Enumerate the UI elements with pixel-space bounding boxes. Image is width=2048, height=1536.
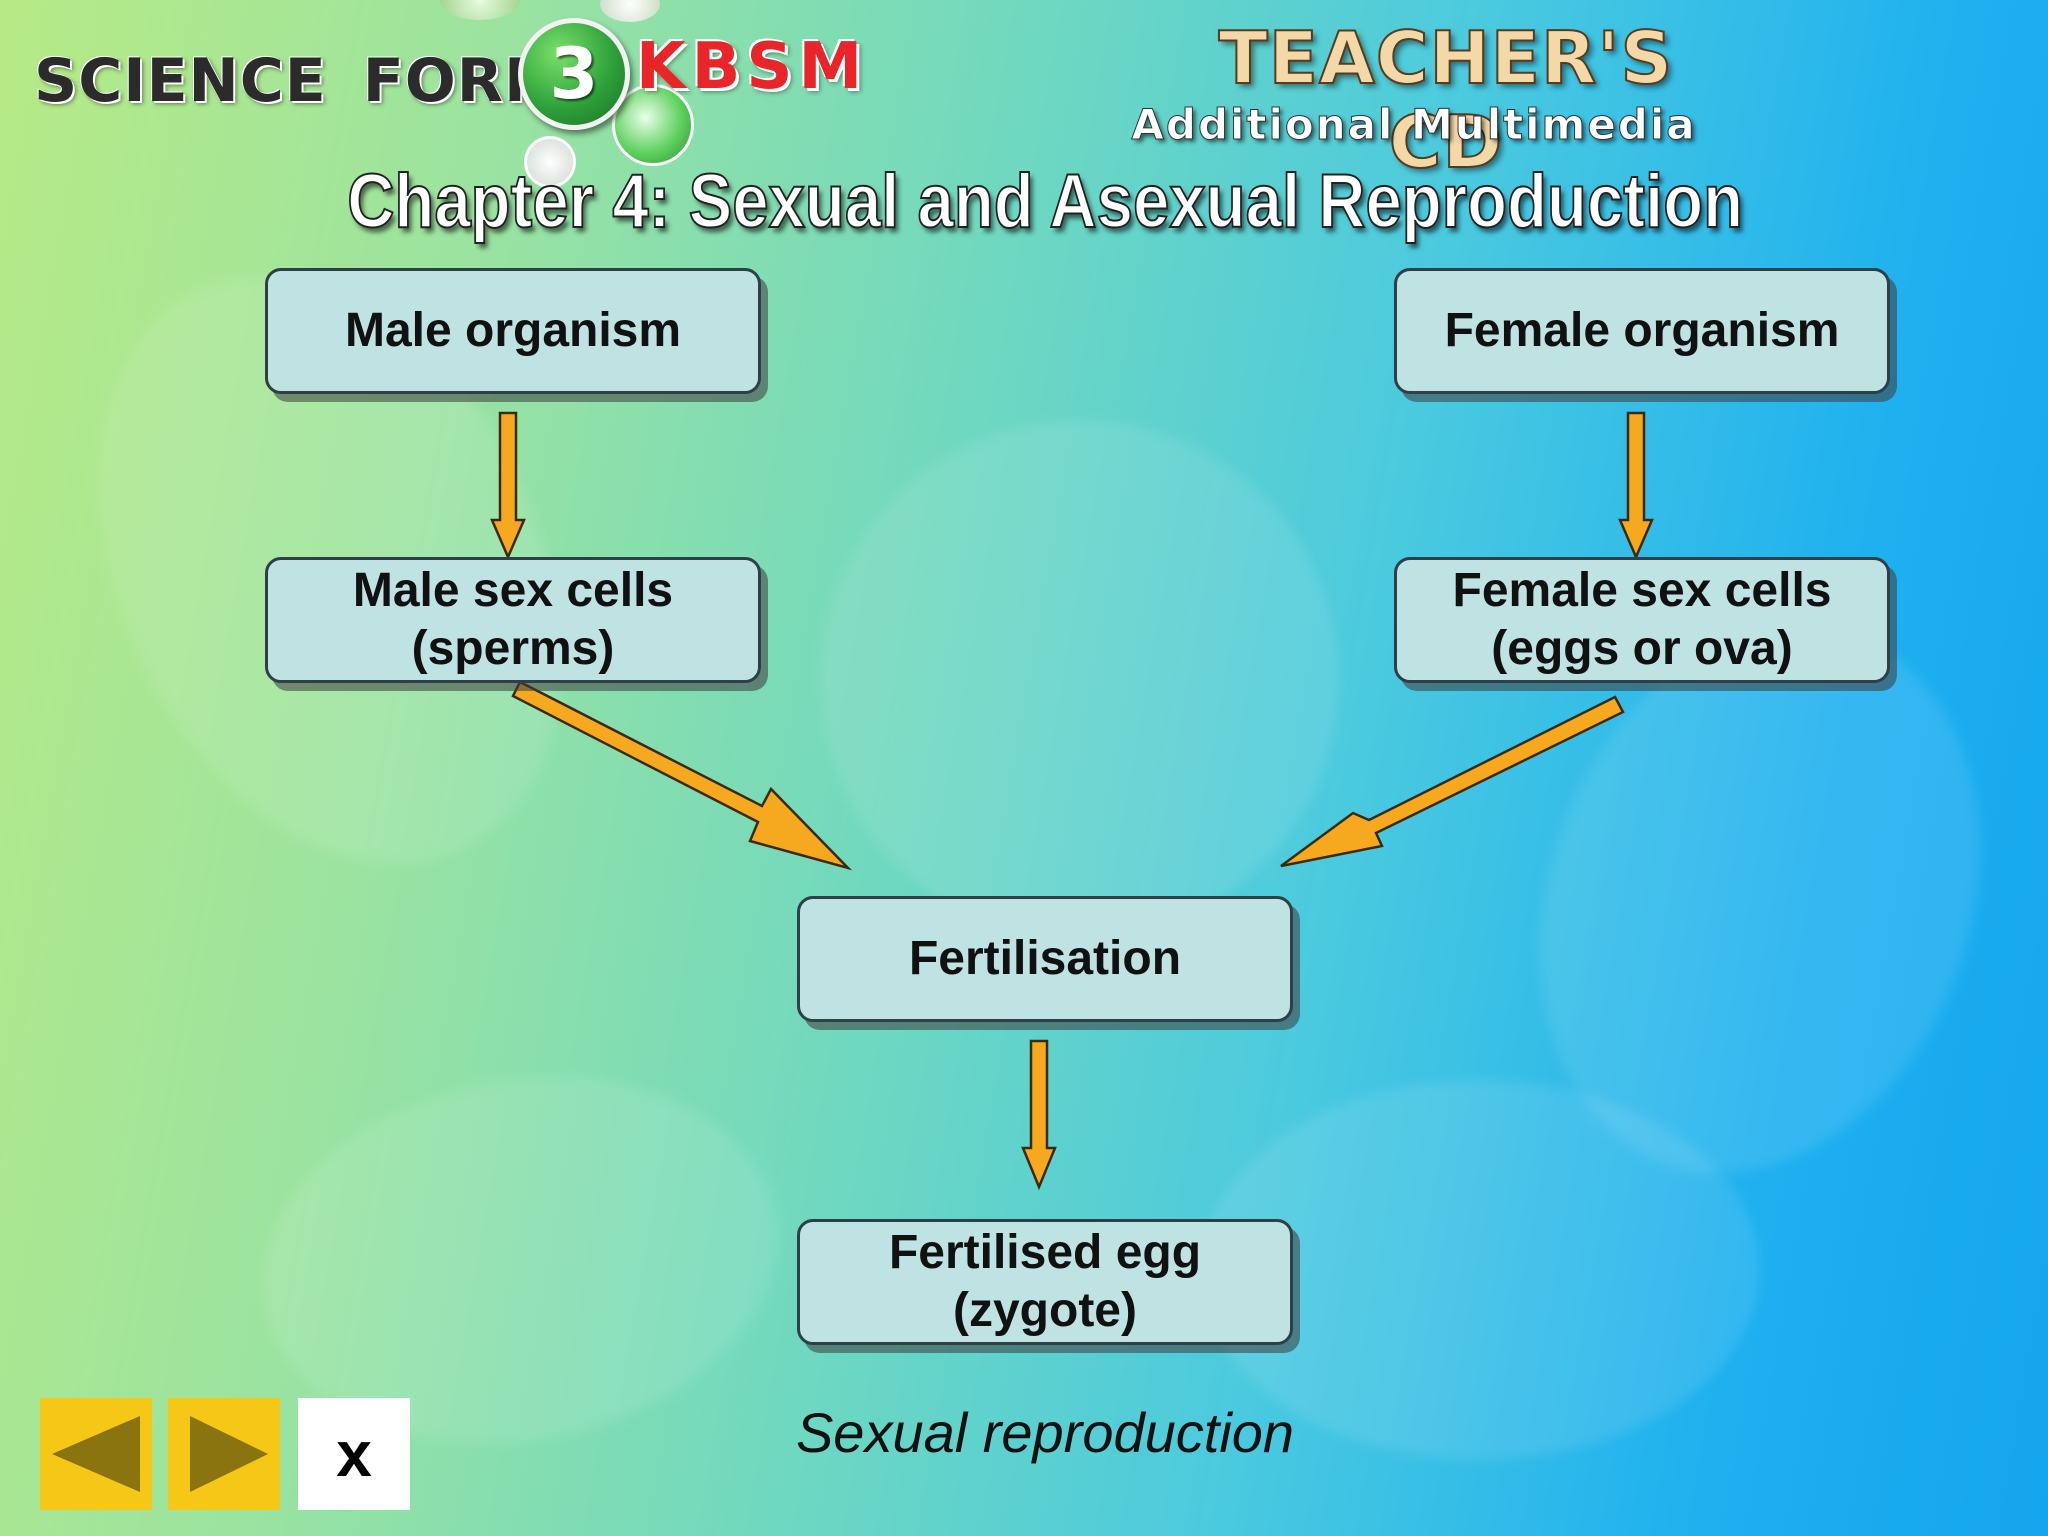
node-fertilisation: Fertilisation	[797, 896, 1293, 1022]
previous-slide-button[interactable]	[40, 1398, 152, 1510]
close-button[interactable]: x	[298, 1398, 410, 1510]
slide-caption: Sexual reproduction	[795, 1401, 1295, 1464]
arrow-fertilisation-to-zygote	[1021, 1039, 1057, 1191]
node-female-organism-label: Female organism	[1444, 304, 1840, 357]
triangle-left-icon	[52, 1416, 140, 1492]
node-fertilisation-label: Fertilisation	[908, 932, 1182, 985]
node-zygote-label: Fertilised egg	[888, 1226, 1202, 1279]
slide-title: Chapter 4: Sexual and Asexual Reproducti…	[346, 158, 1744, 245]
background-shape	[820, 420, 1340, 940]
arrow-female-organism-to-sex-cells	[1618, 411, 1654, 561]
close-label: x	[336, 1418, 372, 1490]
brand-curriculum: KBSM	[636, 30, 869, 104]
arrow-ova-to-fertilisation	[1280, 695, 1625, 868]
product-subtitle: Additional Multimedia	[1131, 100, 1697, 150]
node-female-organism: Female organism	[1394, 268, 1890, 394]
node-male-organism: Male organism	[265, 268, 761, 394]
triangle-right-icon	[190, 1416, 268, 1492]
node-male-organism-label: Male organism	[344, 304, 682, 357]
decor-bubble	[612, 84, 694, 166]
decor-bubble	[524, 136, 576, 188]
form-number-badge: 3	[518, 18, 630, 130]
node-male-sex-cells: Male sex cells (sperms)	[265, 557, 761, 683]
node-female-sex-cells: Female sex cells (eggs or ova)	[1394, 557, 1890, 683]
node-female-sex-cells-detail: (eggs or ova)	[1491, 622, 1793, 675]
arrow-sperm-to-fertilisation	[511, 680, 853, 871]
decor-bubble	[600, 0, 660, 22]
node-female-sex-cells-label: Female sex cells	[1452, 564, 1832, 617]
node-male-sex-cells-detail: (sperms)	[411, 622, 615, 675]
node-male-sex-cells-label: Male sex cells	[352, 564, 674, 617]
decor-bubble	[440, 0, 520, 20]
node-zygote: Fertilised egg (zygote)	[797, 1219, 1293, 1345]
node-zygote-detail: (zygote)	[953, 1284, 1137, 1337]
brand-word-science: SCIENCE	[34, 46, 327, 116]
background-shape	[1200, 1080, 1760, 1460]
arrow-male-organism-to-sex-cells	[490, 411, 526, 561]
form-number: 3	[549, 33, 599, 115]
product-title: TEACHER'S CD	[1218, 15, 1674, 185]
next-slide-button[interactable]	[168, 1398, 280, 1510]
